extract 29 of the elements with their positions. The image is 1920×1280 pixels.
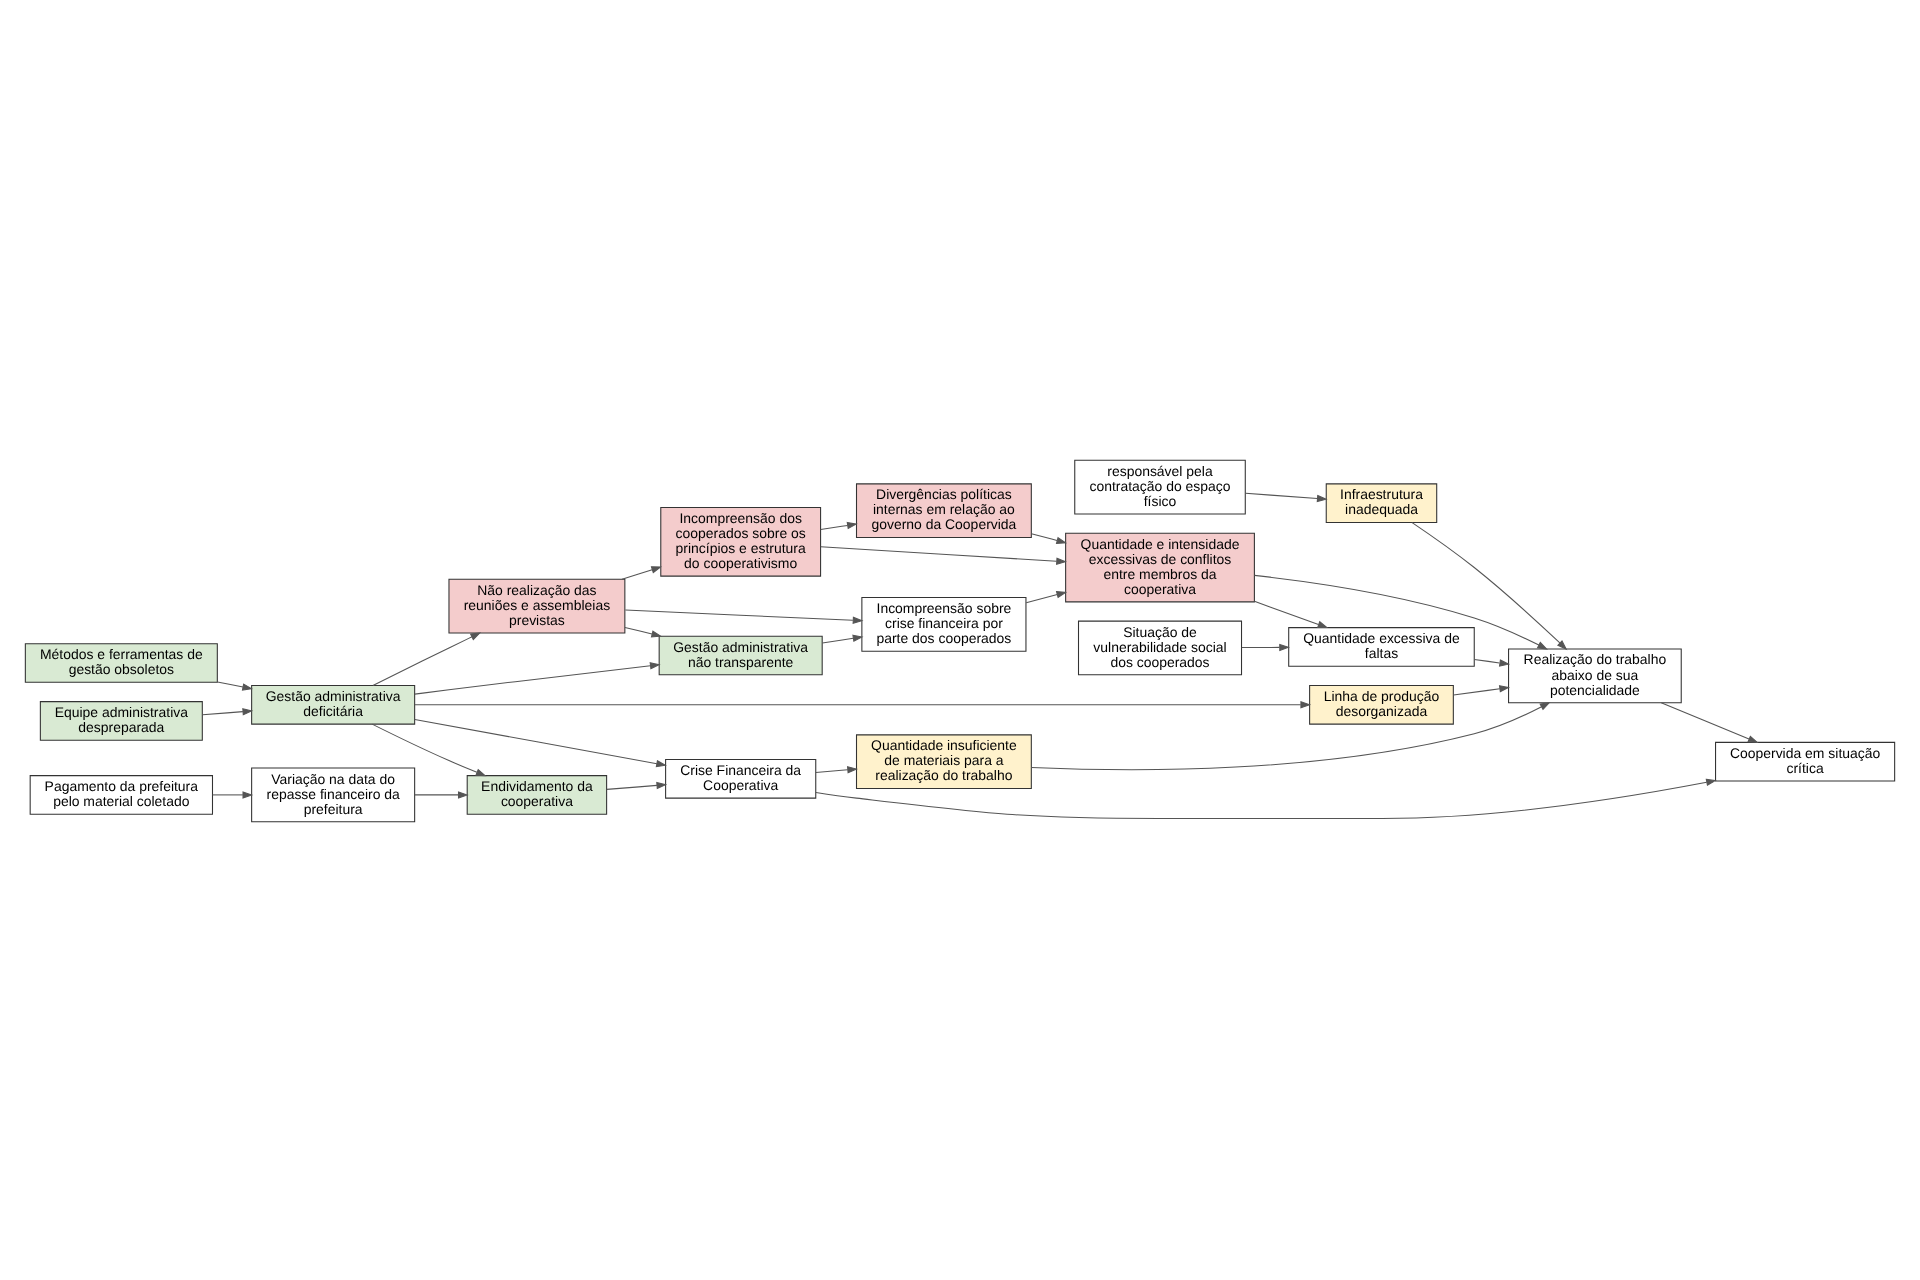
arrow bbox=[820, 520, 858, 530]
arrow bbox=[1253, 599, 1329, 628]
arrow bbox=[414, 700, 1312, 708]
arrow bbox=[414, 718, 667, 767]
arrow bbox=[1030, 532, 1068, 544]
arrow bbox=[202, 706, 254, 715]
arrow bbox=[216, 680, 254, 690]
arrow bbox=[1254, 573, 1548, 649]
arrow bbox=[815, 765, 858, 773]
arrow bbox=[621, 565, 663, 579]
arrow bbox=[1411, 521, 1568, 650]
arrow bbox=[1245, 491, 1328, 502]
arrow bbox=[1241, 642, 1290, 651]
arrow bbox=[414, 790, 469, 798]
arrow bbox=[821, 633, 864, 643]
arrow bbox=[212, 790, 254, 798]
arrow bbox=[606, 780, 668, 789]
arrow bbox=[1030, 701, 1551, 770]
arrow bbox=[1473, 657, 1511, 666]
arrow bbox=[1660, 701, 1759, 742]
arrow bbox=[815, 777, 1717, 819]
arrow bbox=[371, 722, 487, 776]
arrow bbox=[624, 608, 864, 624]
arrow bbox=[1025, 590, 1068, 603]
arrow bbox=[414, 661, 661, 694]
arrow bbox=[820, 545, 1067, 564]
arrow bbox=[624, 625, 663, 637]
arrow bbox=[372, 631, 482, 686]
arrow bbox=[1452, 684, 1511, 695]
